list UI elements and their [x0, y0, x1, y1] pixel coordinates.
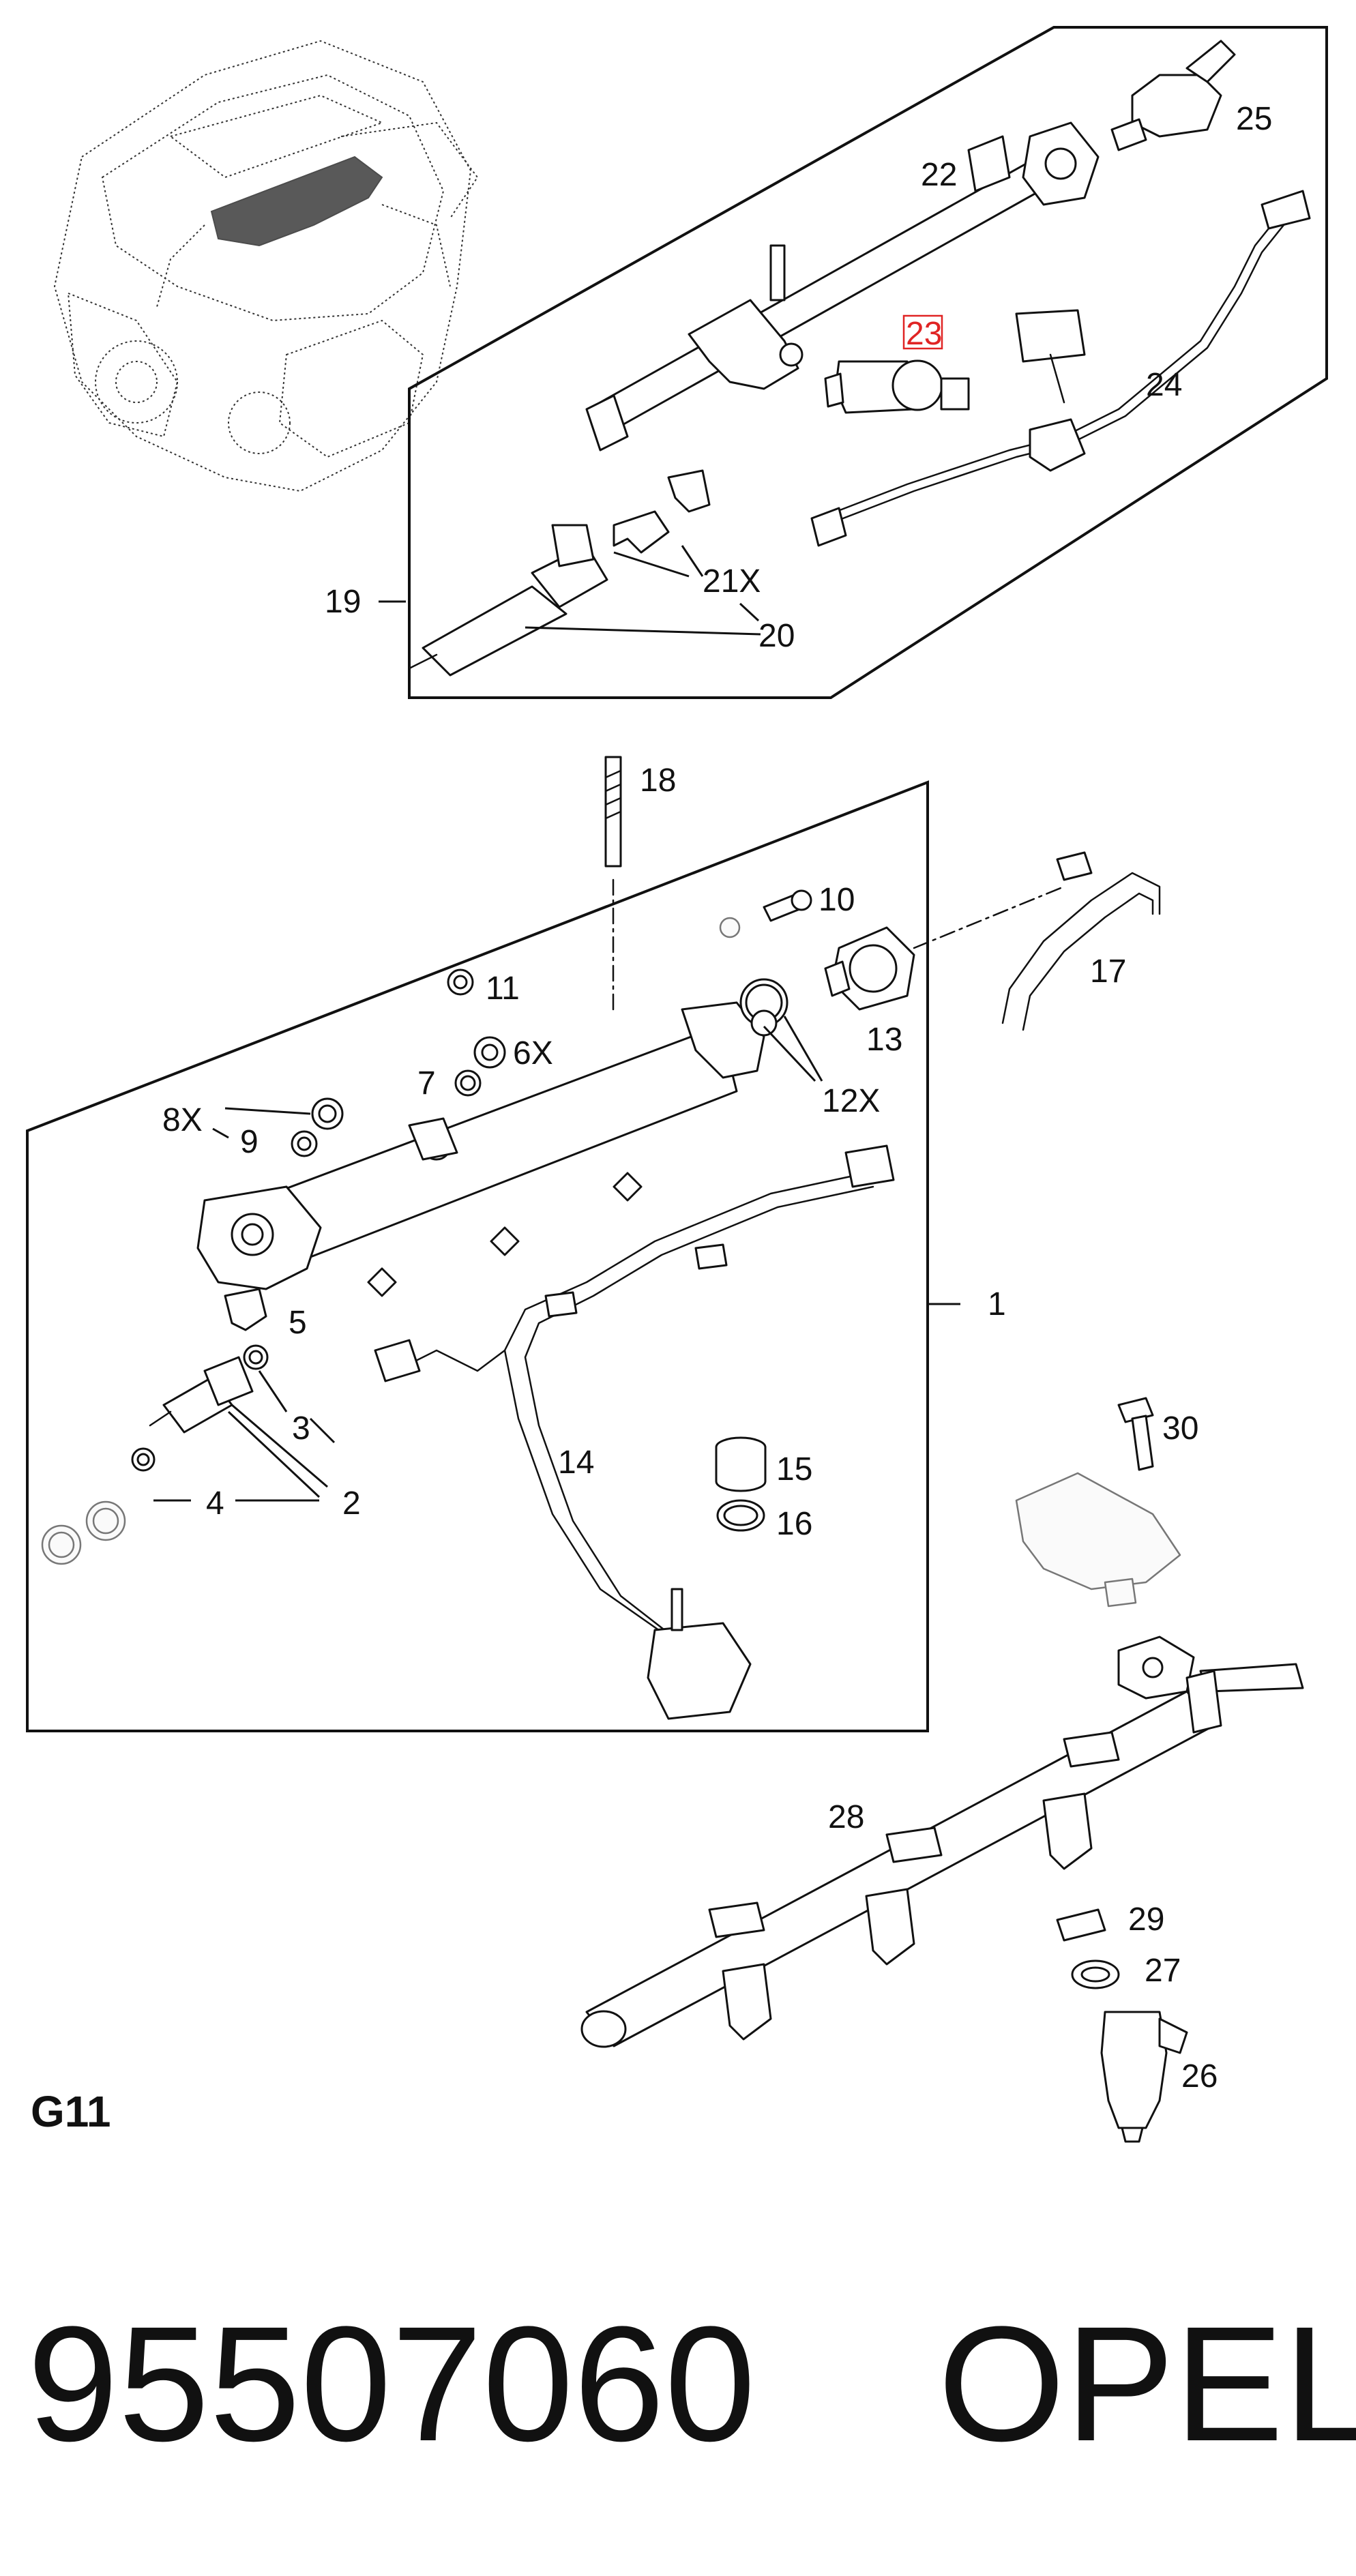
callout-23: 23: [906, 316, 942, 352]
callout-27: 27: [1145, 1953, 1181, 1989]
callout-4: 4: [206, 1485, 224, 1522]
seal-6-part: [473, 1036, 506, 1069]
o-ring-11-part: [447, 968, 474, 996]
callout-9: 9: [240, 1124, 259, 1160]
bolt-30-part: [1117, 1397, 1154, 1471]
callout-19: 19: [325, 584, 361, 620]
injector-20-part: [408, 524, 608, 677]
fuel-rail-main-part: [196, 1001, 765, 1297]
sensor-illustration: [1015, 1472, 1181, 1608]
insulator-15-part: [715, 1436, 767, 1492]
stud-18-part: [604, 756, 622, 1011]
fuel-rail-28-part: [580, 1635, 1304, 2048]
callout-14: 14: [558, 1445, 594, 1481]
callout-3: 3: [292, 1410, 310, 1447]
injector-clip-5-part: [224, 1288, 267, 1331]
callout-18: 18: [640, 763, 676, 799]
part-number: 95507060: [27, 2292, 756, 2475]
brand-name: OPEL: [938, 2292, 1356, 2475]
o-ring-9-part: [291, 1130, 318, 1157]
callout-10: 10: [819, 882, 855, 918]
callout-15: 15: [776, 1451, 812, 1487]
callout-17: 17: [1090, 953, 1126, 990]
callout-29: 29: [1128, 1901, 1164, 1938]
callout-16: 16: [776, 1506, 812, 1542]
callout-1: 1: [988, 1286, 1006, 1322]
callout-24: 24: [1146, 367, 1182, 403]
seal-16-part: [716, 1499, 765, 1532]
callout-23-highlight-box: [902, 314, 943, 350]
callout-5: 5: [289, 1305, 307, 1341]
callout-21x: 21X: [703, 563, 761, 599]
leader-lines: [153, 545, 960, 1502]
o-rings-12-part: [739, 978, 788, 1037]
injector-clips-21-part: [613, 469, 711, 554]
fuel-rail-upper-part: [585, 121, 1100, 451]
wiring-harness-24-part: [810, 190, 1311, 547]
upper-kit-frame: [408, 26, 1328, 699]
seal-27-part: [1071, 1959, 1120, 1989]
callout-26: 26: [1181, 2058, 1218, 2094]
callout-6x: 6X: [513, 1035, 553, 1071]
seal-8-part: [311, 1097, 344, 1130]
clip-29-part: [1056, 1908, 1106, 1942]
o-ring-3-part: [243, 1344, 269, 1370]
callout-20: 20: [758, 618, 795, 654]
callout-7: 7: [417, 1065, 436, 1101]
callout-12x: 12X: [822, 1083, 880, 1119]
callout-13: 13: [866, 1022, 902, 1058]
o-ring-7-part: [454, 1069, 482, 1097]
callout-11: 11: [486, 971, 520, 1007]
pressure-sensor-25-part: [1110, 40, 1236, 151]
callout-2: 2: [342, 1485, 361, 1522]
section-code: G11: [31, 2087, 110, 2136]
callout-8x: 8X: [162, 1102, 203, 1138]
wiring-harness-14-part: [374, 1144, 895, 1720]
callout-30: 30: [1162, 1410, 1198, 1447]
hose-17-part: [1001, 851, 1161, 1031]
engine-overview-illustration: [53, 40, 479, 492]
bolt-10-part: [719, 889, 812, 938]
fuel-pressure-regulator-23-part: [824, 359, 970, 414]
callout-28: 28: [828, 1799, 864, 1835]
pressure-regulator-13-part: [824, 885, 1065, 1011]
injector-26-part: [1100, 2011, 1188, 2143]
callout-25: 25: [1236, 101, 1272, 137]
main-assembly-frame: [26, 780, 929, 1732]
callout-labels: 1 2 3 4 5 6X 7 8X 9 10 11 12X 13 14 15 1…: [162, 101, 1272, 2094]
o-ring-4-part: [131, 1447, 156, 1472]
spare-seals-illustration: [41, 1500, 126, 1565]
callout-22: 22: [921, 157, 957, 193]
